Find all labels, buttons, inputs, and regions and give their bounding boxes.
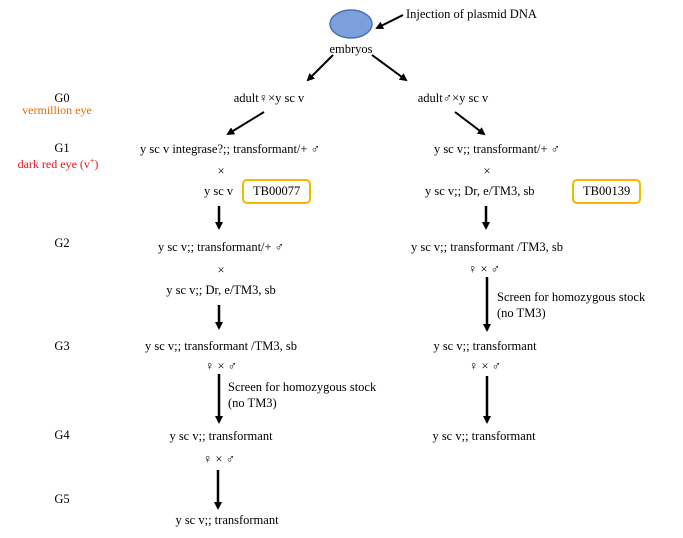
generation-label-g3: G3 [54, 339, 70, 353]
left-g1-parent: y sc v integrase?;; transformant/+ ♂ [140, 142, 320, 156]
left-g0-to-g1-arrow [226, 111, 265, 136]
left-cross-symbol-1: × [217, 164, 225, 178]
right-g0-cross: adult♂×y sc v [417, 91, 489, 105]
left-cross-symbol-2: × [217, 263, 225, 277]
right-cross-symbol-1: × [483, 164, 491, 178]
left-g0-cross: adult♀×y sc v [233, 91, 305, 105]
left-g4-cross: ♀ × ♂ [202, 452, 236, 466]
vermillion-eye-note: vermillion eye [22, 103, 92, 117]
generation-label-g4: G4 [54, 428, 70, 442]
left-screen-note-line2: (no TM3) [228, 396, 277, 410]
right-g1-parent: y sc v;; transformant/+ ♂ [433, 142, 561, 156]
left-g3-parent: y sc v;; transformant /TM3, sb [144, 339, 298, 353]
right-screen-note-line1: Screen for homozygous stock [497, 290, 646, 304]
right-screen-note-line2: (no TM3) [497, 306, 546, 320]
generation-label-g1: G1 [54, 141, 70, 155]
left-screen-note-line1: Screen for homozygous stock [228, 380, 377, 394]
left-g3-cross: ♀ × ♂ [204, 359, 238, 373]
right-g3-cross: ♀ × ♂ [468, 359, 502, 373]
left-g2-parent: y sc v;; transformant/+ ♂ [157, 240, 285, 254]
right-g2-parent: y sc v;; transformant /TM3, sb [410, 240, 564, 254]
dark-red-eye-note: dark red eye (v+) [17, 156, 99, 171]
right-g3-stock: y sc v;; transformant [433, 339, 537, 353]
stock-box-tb00139: TB00139 [572, 179, 642, 204]
embryos-to-left-arrow [306, 54, 334, 82]
generation-label-g5: G5 [54, 492, 70, 506]
left-g2-partner: y sc v;; Dr, e/TM3, sb [166, 283, 276, 297]
injection-arrow [375, 14, 404, 29]
injection-label: Injection of plasmid DNA [406, 7, 537, 21]
generation-label-g2: G2 [54, 236, 70, 250]
embryos-label: embryos [329, 42, 373, 56]
generation-label-g0: G0 [54, 91, 70, 105]
left-g4-stock: y sc v;; transformant [169, 429, 273, 443]
right-g2-cross: ♀ × ♂ [467, 262, 501, 276]
right-g0-to-g1-arrow [454, 111, 486, 136]
right-g4-stock: y sc v;; transformant [432, 429, 536, 443]
stock-box-tb00077: TB00077 [242, 179, 312, 204]
left-g5-stock: y sc v;; transformant [175, 513, 279, 527]
right-g1-partner: y sc v;; Dr, e/TM3, sb [425, 184, 535, 198]
embryos-to-right-arrow [371, 54, 408, 82]
left-g1-partner: y sc v [204, 184, 234, 198]
embryo-ellipse [329, 9, 373, 39]
